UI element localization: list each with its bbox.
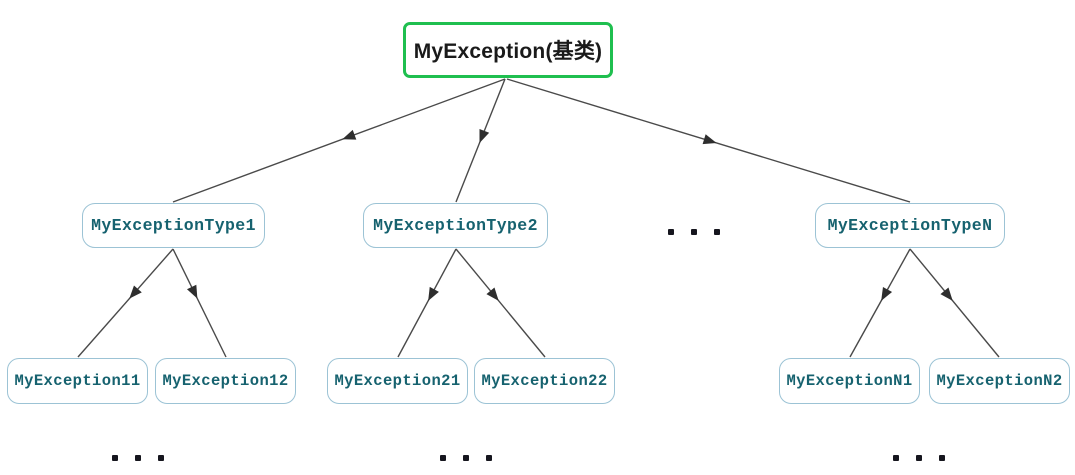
edge-type1-to-ex11: [77, 248, 174, 358]
edge-typeN-to-exN1-arrowhead: [881, 286, 893, 301]
dot: [135, 455, 141, 461]
node-myexception21[interactable]: MyException21: [327, 358, 468, 404]
edge-root-to-type2: [455, 78, 506, 203]
node-label: MyException21: [334, 372, 461, 390]
ellipsis-below-group1: [112, 448, 164, 468]
edge-type1-to-ex12-arrowhead: [186, 284, 198, 299]
edge-root-to-typeN-arrowhead: [702, 134, 717, 145]
node-root-label: MyException(基类): [413, 40, 603, 63]
dot: [112, 455, 118, 461]
node-root-myexception[interactable]: MyException(基类): [403, 22, 613, 78]
edge-type1-to-ex12: [172, 248, 227, 358]
node-myexception22[interactable]: MyException22: [474, 358, 615, 404]
edge-root-to-type2-arrowhead: [479, 128, 490, 143]
dot: [463, 455, 469, 461]
dot: [440, 455, 446, 461]
edge-type2-to-ex22: [455, 248, 546, 358]
dot: [939, 455, 945, 461]
node-label: MyExceptionN1: [786, 372, 913, 390]
node-myexceptionn1[interactable]: MyExceptionN1: [779, 358, 920, 404]
node-myexceptiontype2[interactable]: MyExceptionType2: [363, 203, 548, 248]
node-label: MyExceptionType2: [373, 216, 538, 235]
node-label: MyExceptionType1: [91, 216, 256, 235]
node-myexceptiontypen[interactable]: MyExceptionTypeN: [815, 203, 1005, 248]
node-myexception11[interactable]: MyException11: [7, 358, 148, 404]
node-label: MyExceptionN2: [936, 372, 1063, 390]
dot: [714, 229, 720, 235]
ellipsis-level2-gap: [668, 222, 720, 242]
node-myexception12[interactable]: MyException12: [155, 358, 296, 404]
edge-typeN-to-exN2: [909, 248, 1000, 358]
node-label: MyException12: [162, 372, 289, 390]
dot: [668, 229, 674, 235]
ellipsis-below-group3: [893, 448, 945, 468]
edge-type2-to-ex21-arrowhead: [428, 286, 439, 301]
node-label: MyExceptionTypeN: [827, 216, 993, 235]
edge-type2-to-ex22-arrowhead: [486, 287, 499, 301]
node-myexceptiontype1[interactable]: MyExceptionType1: [82, 203, 265, 248]
edge-typeN-to-exN1: [849, 248, 911, 358]
edge-root-to-typeN: [506, 78, 911, 203]
edge-typeN-to-exN2-arrowhead: [940, 287, 953, 301]
node-label: MyException11: [14, 372, 141, 390]
dot: [916, 455, 922, 461]
ellipsis-below-group2: [440, 448, 492, 468]
node-myexceptionn2[interactable]: MyExceptionN2: [929, 358, 1070, 404]
edge-root-to-type1: [172, 78, 506, 203]
dot: [158, 455, 164, 461]
dot: [893, 455, 899, 461]
edge-type1-to-ex11-arrowhead: [129, 285, 142, 299]
dot: [691, 229, 697, 235]
edge-root-to-type1-arrowhead: [342, 129, 357, 140]
node-label: MyException22: [481, 372, 608, 390]
dot: [486, 455, 492, 461]
edge-type2-to-ex21: [397, 248, 457, 358]
